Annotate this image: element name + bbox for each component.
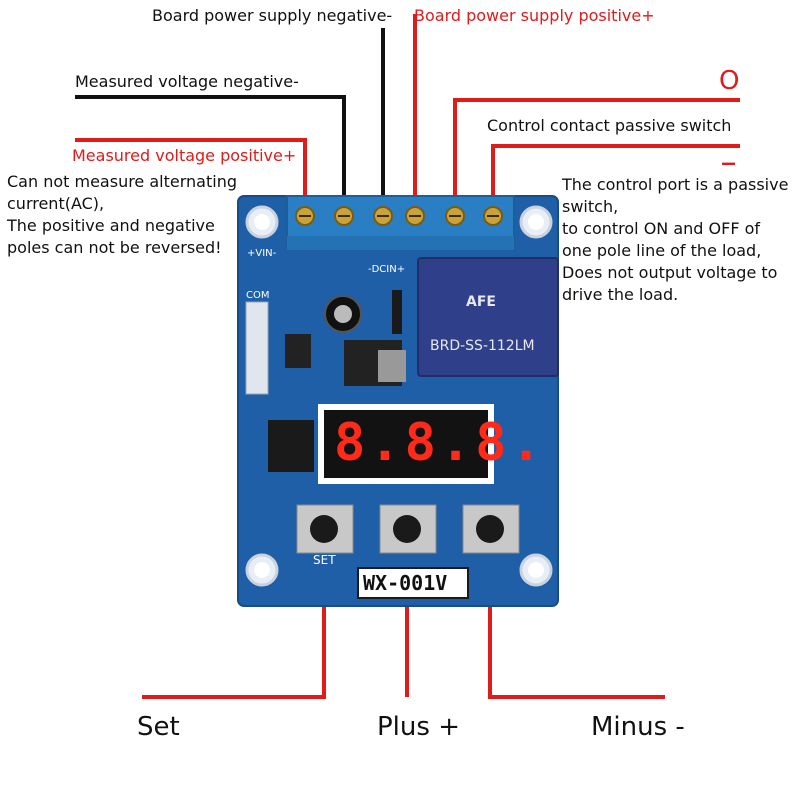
wire-contact-dash [491,144,740,215]
silk-vin: +VIN- [247,248,277,259]
note-left-line: The positive and negative [7,216,215,235]
note-right-line: drive the load. [562,285,679,304]
label-plus: Plus + [377,712,460,742]
silk-dcin: -DCIN+ [368,264,406,275]
note-left-line: current(AC), [7,194,105,213]
note-right-line: one pole line of the load, [562,241,762,260]
label-control-contact: Control contact passive switch [487,116,732,135]
relay-brand: AFE [466,294,496,310]
mounting-holes [245,205,553,587]
note-left-line: Can not measure alternating [7,172,237,191]
ic-chip [268,420,314,472]
wire-set [142,565,326,699]
silk-com: COM [246,290,270,301]
wire-measured-negative [75,95,346,215]
wire-contact-o [453,98,740,215]
label-set: Set [137,712,180,742]
note-right-line: to control ON and OFF of [562,219,761,238]
terminal-block [286,195,515,250]
relay-model: BRD-SS-112LM [430,338,535,354]
relay [417,257,559,377]
led-display [324,410,488,478]
tactile-buttons [296,504,520,554]
inductor [285,334,311,368]
label-minus: Minus - [591,712,685,742]
silk-set: SET [313,553,336,567]
model-name: WX-001V [363,571,448,595]
model-plate [357,567,469,599]
display-digits: 8.8.8. [334,413,546,473]
note-left-line: poles can not be reversed! [7,238,222,257]
note-left: Can not measure alternating current(AC),… [7,171,237,259]
com-header [245,301,269,395]
label-measured-positive: Measured voltage positive+ [72,146,297,165]
note-right-line: The control port is a passive [562,175,789,194]
wire-measured-positive [75,138,307,215]
label-board-positive: Board power supply positive+ [414,6,655,25]
symbol-o: O [719,66,740,96]
wire-minus [488,565,665,699]
label-measured-negative: Measured voltage negative- [75,72,299,91]
label-board-negative: Board power supply negative- [152,6,393,25]
diode [392,290,402,334]
symbol-dash: _ [722,136,735,166]
note-right-line: switch, [562,197,619,216]
note-right: The control port is a passive switch, to… [562,174,788,306]
note-right-line: Does not output voltage to [562,263,778,282]
